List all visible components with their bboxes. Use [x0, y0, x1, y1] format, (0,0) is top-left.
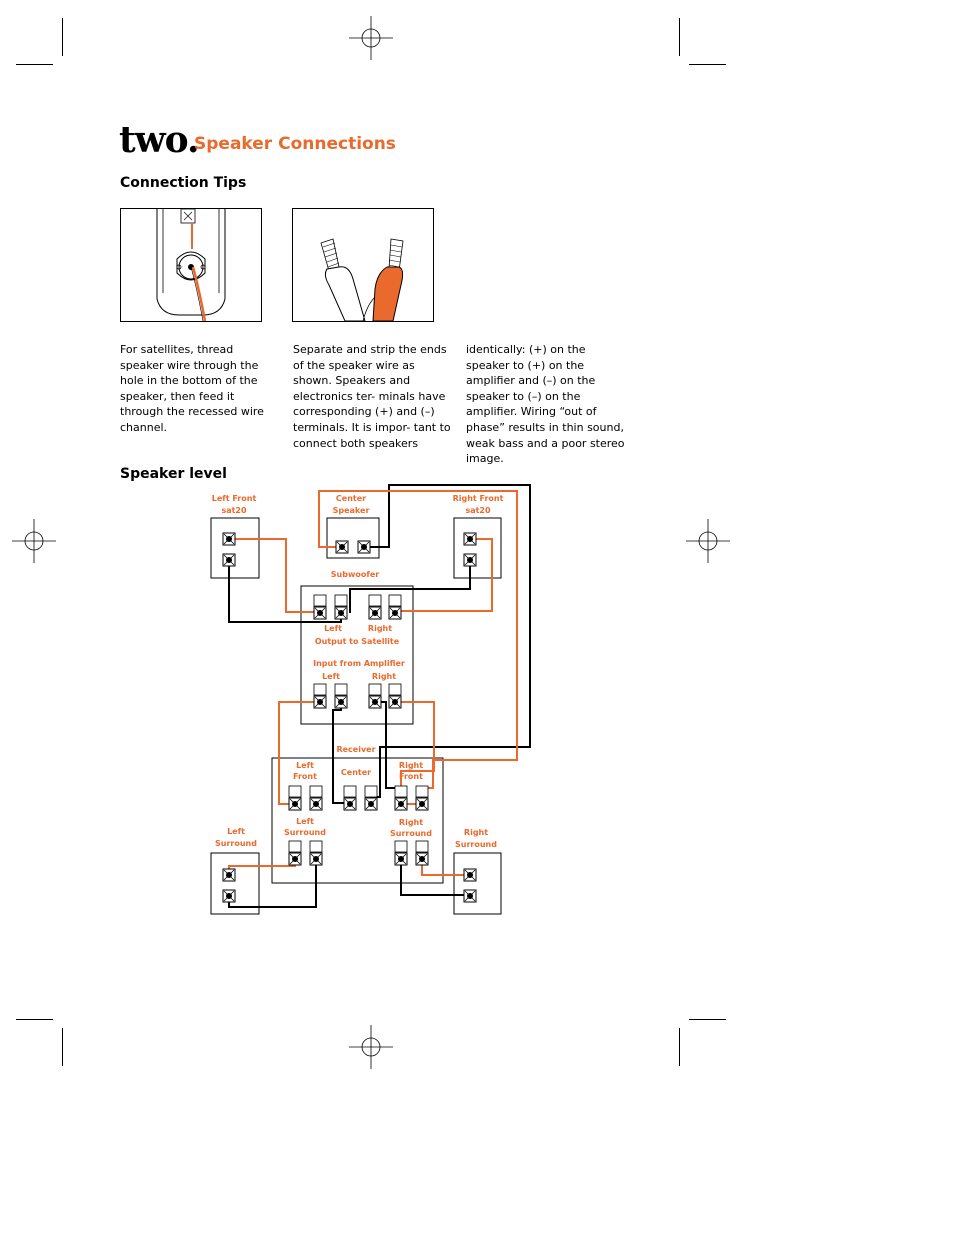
label-left-surround-1: Left	[227, 827, 245, 836]
receiver-box	[271, 757, 444, 884]
tip-paragraph-1: For satellites, thread speaker wire thro…	[120, 343, 264, 434]
crop-mark	[62, 18, 63, 56]
label-subwoofer: Subwoofer	[331, 570, 379, 579]
left-front-speaker-box	[210, 517, 260, 579]
crop-mark	[689, 1019, 726, 1020]
chapter-number: two.	[119, 119, 200, 161]
label-receiver: Receiver	[336, 745, 375, 754]
chapter-title: Speaker Connections	[194, 134, 396, 154]
label-rcv-left-surround-2: Surround	[284, 828, 326, 837]
section-heading-speaker-level: Speaker level	[120, 466, 227, 482]
registration-mark-icon	[349, 16, 393, 60]
label-rcv-right-surround-1: Right	[399, 818, 423, 827]
label-left-surround-2: Surround	[215, 839, 257, 848]
label-center: Center	[336, 494, 366, 503]
crop-mark	[16, 1019, 53, 1020]
label-center-speaker: Speaker	[333, 506, 370, 515]
left-surround-speaker-box	[210, 852, 260, 915]
label-output-right: Right	[368, 624, 392, 633]
label-output-left: Left	[324, 624, 342, 633]
crop-mark	[679, 18, 680, 56]
label-output-to-satellite: Output to Satellite	[315, 637, 400, 646]
label-left-front: Left Front	[212, 494, 257, 503]
label-left-front-model: sat20	[221, 506, 247, 515]
center-speaker-box	[326, 517, 380, 559]
crop-mark	[16, 64, 53, 65]
label-right-front: Right Front	[453, 494, 504, 503]
registration-mark-icon	[349, 1025, 393, 1069]
registration-mark-icon	[686, 519, 730, 563]
label-right-front-model: sat20	[465, 506, 491, 515]
label-right-surround-1: Right	[464, 828, 488, 837]
label-right-surround-2: Surround	[455, 840, 497, 849]
label-input-left: Left	[322, 672, 340, 681]
label-input-from-amplifier: Input from Amplifier	[313, 659, 405, 668]
crop-mark	[679, 1028, 680, 1066]
crop-mark	[689, 64, 726, 65]
label-input-right: Right	[372, 672, 396, 681]
right-surround-speaker-box	[453, 852, 502, 915]
label-rcv-right-front-1: Right	[399, 761, 423, 770]
section-heading-connection-tips: Connection Tips	[120, 175, 247, 191]
label-rcv-right-surround-2: Surround	[390, 829, 432, 838]
crop-mark	[62, 1028, 63, 1066]
right-front-speaker-box	[453, 517, 502, 579]
satellite-speaker-illustration	[120, 208, 262, 322]
label-rcv-center: Center	[341, 768, 371, 777]
label-rcv-left-front-2: Front	[293, 772, 317, 781]
label-rcv-right-front-2: Front	[399, 772, 423, 781]
tip-paragraph-2: Separate and strip the ends of the speak…	[293, 343, 451, 450]
label-rcv-left-front-1: Left	[296, 761, 314, 770]
tip-paragraph-3: identically: (+) on the speaker to (+) o…	[466, 343, 625, 466]
stripped-wires-illustration	[292, 208, 434, 322]
subwoofer-box	[300, 585, 414, 725]
label-rcv-left-surround-1: Left	[296, 817, 314, 826]
registration-mark-icon	[12, 519, 56, 563]
